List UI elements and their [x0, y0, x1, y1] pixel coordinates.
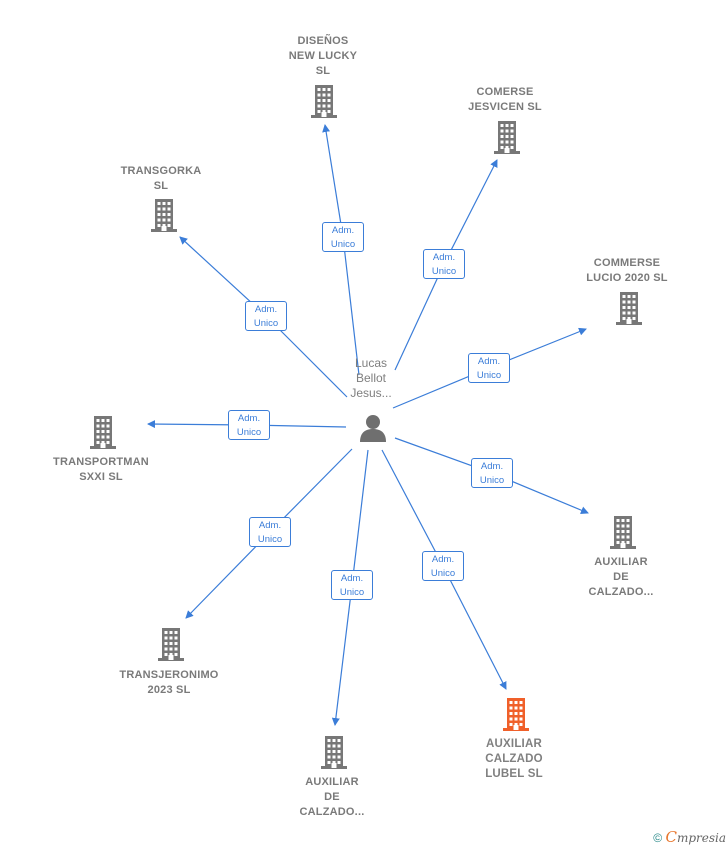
relation-badge[interactable]: Adm. Unico — [423, 249, 465, 279]
building-icon[interactable] — [85, 414, 121, 450]
building-icon[interactable] — [153, 626, 189, 662]
copyright-symbol: © — [653, 831, 663, 845]
company-label-auxiliar-right[interactable]: AUXILIAR DE CALZADO... — [588, 556, 654, 598]
company-label-commerse[interactable]: COMMERSE LUCIO 2020 SL — [586, 257, 668, 284]
building-icon[interactable] — [316, 734, 352, 770]
company-label-transjeronimo[interactable]: TRANSJERONIMO 2023 SL — [119, 669, 219, 696]
company-label-disenos[interactable]: DISEÑOS NEW LUCKY SL — [288, 35, 358, 77]
building-icon[interactable] — [489, 119, 525, 155]
person-name[interactable]: Lucas Bellot Jesus... — [350, 356, 392, 400]
company-label-transgorka[interactable]: TRANSGORKA SL — [120, 165, 202, 192]
building-icon[interactable] — [306, 83, 342, 119]
empresia-logo: Cmpresia — [665, 828, 726, 846]
relation-badge[interactable]: Adm. Unico — [471, 458, 513, 488]
relation-badge[interactable]: Adm. Unico — [249, 517, 291, 547]
relation-badge[interactable]: Adm. Unico — [468, 353, 510, 383]
building-icon[interactable] — [611, 290, 647, 326]
footer-credit[interactable]: © Cmpresia — [653, 828, 726, 846]
company-label-auxiliar-bottom[interactable]: AUXILIAR DE CALZADO... — [299, 776, 365, 818]
company-label-auxiliar-lubel[interactable]: AUXILIAR CALZADO LUBEL SL — [485, 738, 543, 780]
relation-badge[interactable]: Adm. Unico — [322, 222, 364, 252]
person-icon[interactable] — [357, 412, 389, 444]
building-icon[interactable] — [146, 197, 182, 233]
company-label-transportman[interactable]: TRANSPORTMAN SXXI SL — [53, 456, 149, 483]
building-icon[interactable] — [498, 696, 534, 732]
building-icon[interactable] — [605, 514, 641, 550]
company-label-comerse[interactable]: COMERSE JESVICEN SL — [468, 86, 542, 113]
relation-badge[interactable]: Adm. Unico — [331, 570, 373, 600]
relation-badge[interactable]: Adm. Unico — [228, 410, 270, 440]
relation-badge[interactable]: Adm. Unico — [422, 551, 464, 581]
relation-badge[interactable]: Adm. Unico — [245, 301, 287, 331]
